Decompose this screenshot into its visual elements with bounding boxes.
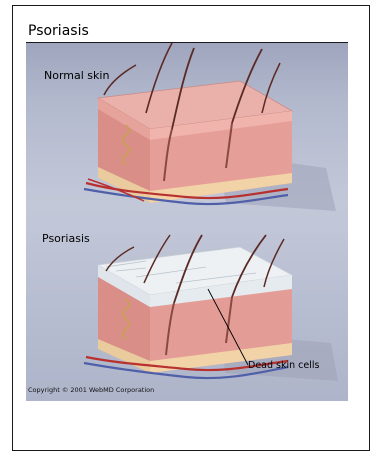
label-normal-skin: Normal skin [44, 69, 109, 82]
label-psoriasis: Psoriasis [42, 232, 90, 245]
illustration-panel: Normal skin Psoriasis Dead skin cells Co… [26, 43, 348, 401]
copyright-notice: Copyright © 2001 WebMD Corporation [28, 386, 154, 394]
normal-skin-block [84, 43, 336, 211]
figure-title: Psoriasis [28, 23, 89, 39]
skin-illustration [26, 43, 348, 401]
label-dead-skin-cells: Dead skin cells [248, 360, 319, 371]
